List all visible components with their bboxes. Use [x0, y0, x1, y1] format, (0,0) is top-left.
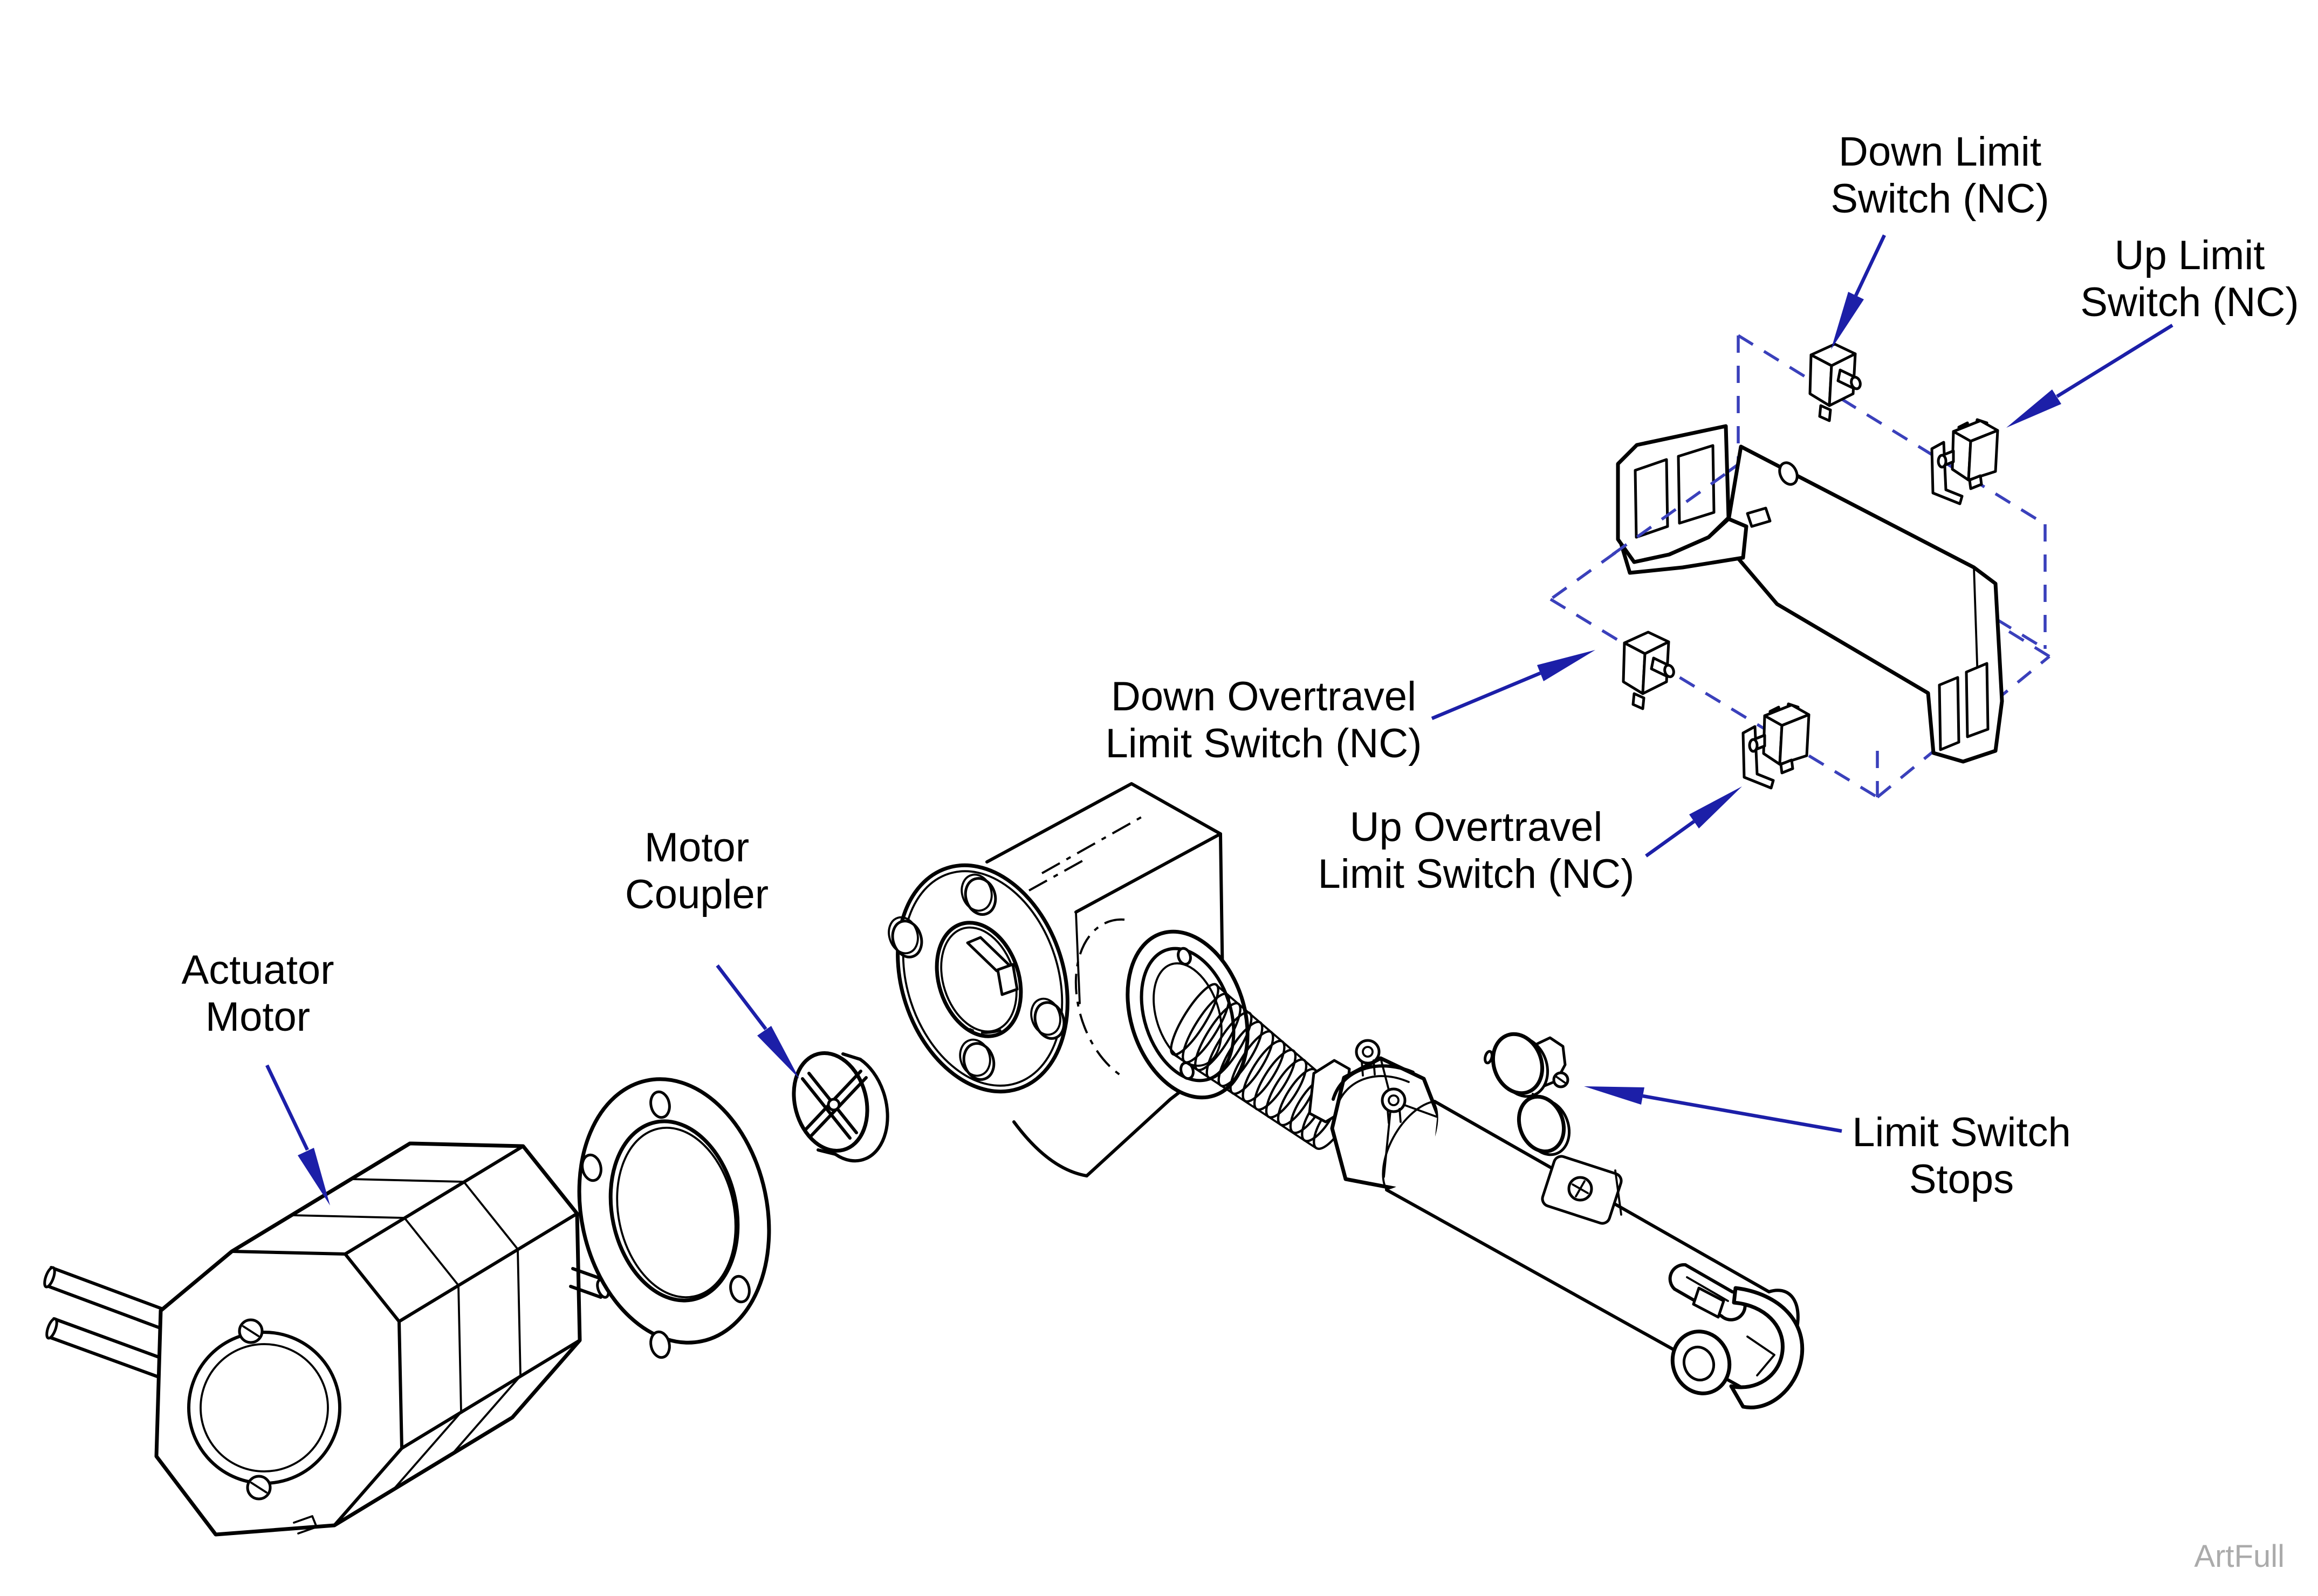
label-line: Limit Switch (NC) — [1105, 721, 1422, 766]
label-line: Motor — [644, 825, 750, 871]
gearbox-housing — [888, 782, 1250, 1177]
label-line: Down Overtravel — [1111, 674, 1416, 720]
label-line: Motor — [205, 994, 311, 1040]
label-down-limit-switch: Down Limit Switch (NC) — [1830, 128, 2049, 222]
label-line: Limit Switch — [1852, 1109, 2071, 1155]
up-overtravel-arrow — [1645, 786, 1742, 858]
down-overtravel-arrow — [1431, 650, 1595, 720]
motor-lead-wires — [47, 1266, 169, 1379]
switch-mounting-bracket — [1611, 424, 2004, 764]
label-up-overtravel-switch: Up Overtravel Limit Switch (NC) — [1318, 804, 1635, 898]
label-limit-switch-stops: Limit Switch Stops — [1852, 1109, 2070, 1203]
leader-arrows — [265, 234, 2173, 1205]
actuator-tube — [1382, 1100, 1805, 1409]
gearbox-flange — [888, 863, 1069, 1094]
label-line: Up Limit — [2114, 232, 2265, 278]
label-line: Down Limit — [1839, 129, 2041, 175]
label-line: Limit Switch (NC) — [1318, 851, 1635, 897]
motor-shaft-stub — [569, 1267, 605, 1299]
motor-gasket — [577, 1077, 771, 1359]
up-limit-switch — [1932, 420, 1998, 504]
label-actuator-motor: Actuator Motor — [181, 947, 334, 1040]
tube-mount-plate — [1541, 1155, 1623, 1225]
down-limit-switch — [1810, 344, 1862, 421]
label-up-limit-switch: Up Limit Switch (NC) — [2080, 232, 2299, 326]
down-limit-arrow — [1831, 234, 1886, 350]
label-line: Stops — [1909, 1156, 2014, 1202]
label-line: Switch (NC) — [2080, 279, 2299, 325]
label-line: Actuator — [181, 947, 334, 993]
label-line: Coupler — [625, 872, 769, 917]
actuator-motor-part — [43, 1141, 610, 1537]
label-motor-coupler: Motor Coupler — [625, 824, 769, 918]
limit-switch-stops-part — [1484, 1032, 1571, 1156]
motor-coupler-arrow — [716, 964, 799, 1079]
up-limit-arrow — [2006, 324, 2173, 428]
limit-switch-stops-arrow — [1584, 1086, 1842, 1133]
rod-end-block — [1308, 1039, 1441, 1192]
clevis-hook — [1729, 1286, 1805, 1409]
down-overtravel-limit-switch — [1623, 632, 1675, 709]
artfull-watermark: ArtFull — [2194, 1539, 2285, 1574]
label-line: Switch (NC) — [1830, 176, 2049, 222]
up-overtravel-limit-switch — [1743, 704, 1809, 788]
label-line: Up Overtravel — [1349, 804, 1603, 850]
motor-body-outline — [154, 1141, 582, 1537]
motor-coupler-part — [792, 1051, 889, 1163]
bracket-face — [1723, 444, 2004, 764]
label-down-overtravel-switch: Down Overtravel Limit Switch (NC) — [1106, 673, 1422, 767]
actuator-motor-arrow — [265, 1064, 330, 1205]
